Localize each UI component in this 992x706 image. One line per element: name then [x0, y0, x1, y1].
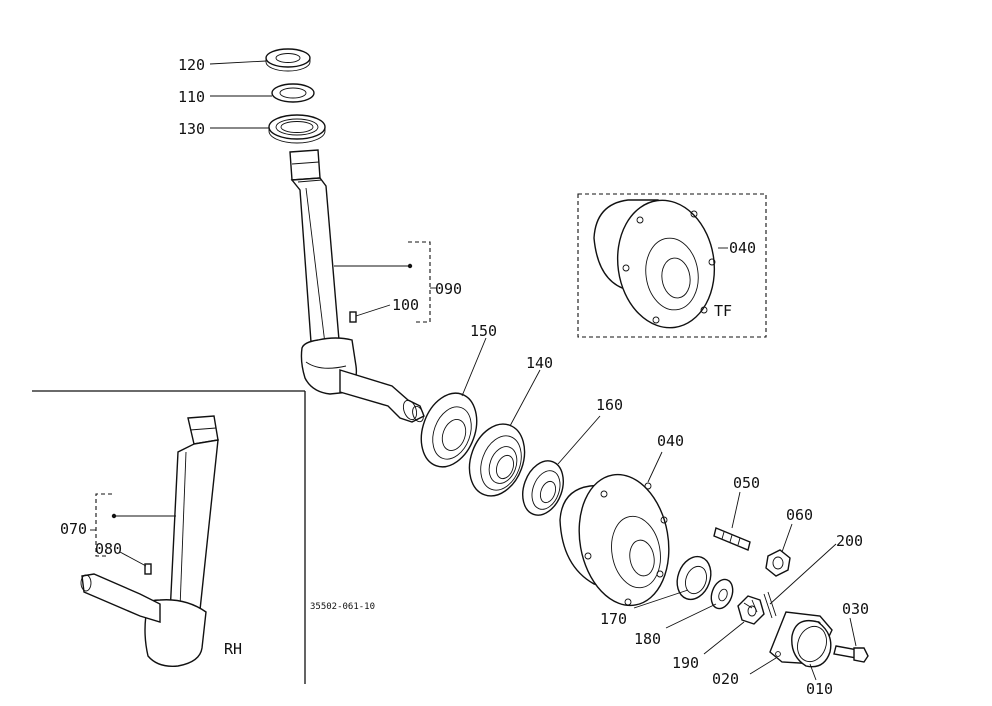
washer-180 — [710, 578, 734, 610]
callout-130: 130 — [178, 120, 205, 138]
hub-cap-010 — [791, 619, 832, 668]
callout-040-tf: 040 — [729, 239, 756, 257]
drawing-number: 35502-061-10 — [310, 602, 375, 612]
callout-030: 030 — [842, 600, 869, 618]
bearing-170 — [676, 555, 712, 601]
bearing-140 — [468, 423, 526, 497]
hub-040 — [559, 473, 670, 607]
inset-rh — [32, 390, 306, 684]
callout-020: 020 — [712, 670, 739, 688]
callout-080: 080 — [95, 540, 122, 558]
callout-110: 110 — [178, 88, 205, 106]
callout-010: 010 — [806, 680, 833, 698]
castle-nut-190 — [737, 595, 765, 625]
callout-160: 160 — [596, 396, 623, 414]
bolt-080 — [144, 563, 152, 575]
bolt-100 — [349, 304, 391, 323]
callout-150: 150 — [470, 322, 497, 340]
inset-tf-label: TF — [714, 302, 732, 320]
oil-seal-150 — [420, 392, 478, 468]
bearing-160 — [522, 460, 564, 516]
callout-120: 120 — [178, 56, 205, 74]
seal-130 — [268, 114, 326, 144]
knuckle-arm-090 — [289, 149, 436, 423]
nut-060 — [765, 549, 791, 577]
callout-040: 040 — [657, 432, 684, 450]
callout-090: 090 — [435, 280, 462, 298]
callout-200: 200 — [836, 532, 863, 550]
callout-170: 170 — [600, 610, 627, 628]
stud-050 — [713, 527, 751, 551]
inset-rh-label: RH — [224, 640, 242, 658]
cotter-pin-200 — [763, 591, 777, 619]
callout-100: 100 — [392, 296, 419, 314]
inset-tf — [577, 193, 767, 338]
washer-110 — [271, 83, 315, 103]
bolt-030 — [833, 645, 869, 663]
callout-140: 140 — [526, 354, 553, 372]
knuckle-arm-070 — [80, 415, 219, 667]
callout-190: 190 — [672, 654, 699, 672]
hub-040-tf — [593, 199, 716, 329]
callout-050: 050 — [733, 474, 760, 492]
washer-120 — [265, 48, 311, 72]
leader-lines — [119, 60, 857, 681]
callout-180: 180 — [634, 630, 661, 648]
callout-070: 070 — [60, 520, 87, 538]
callout-060: 060 — [786, 506, 813, 524]
